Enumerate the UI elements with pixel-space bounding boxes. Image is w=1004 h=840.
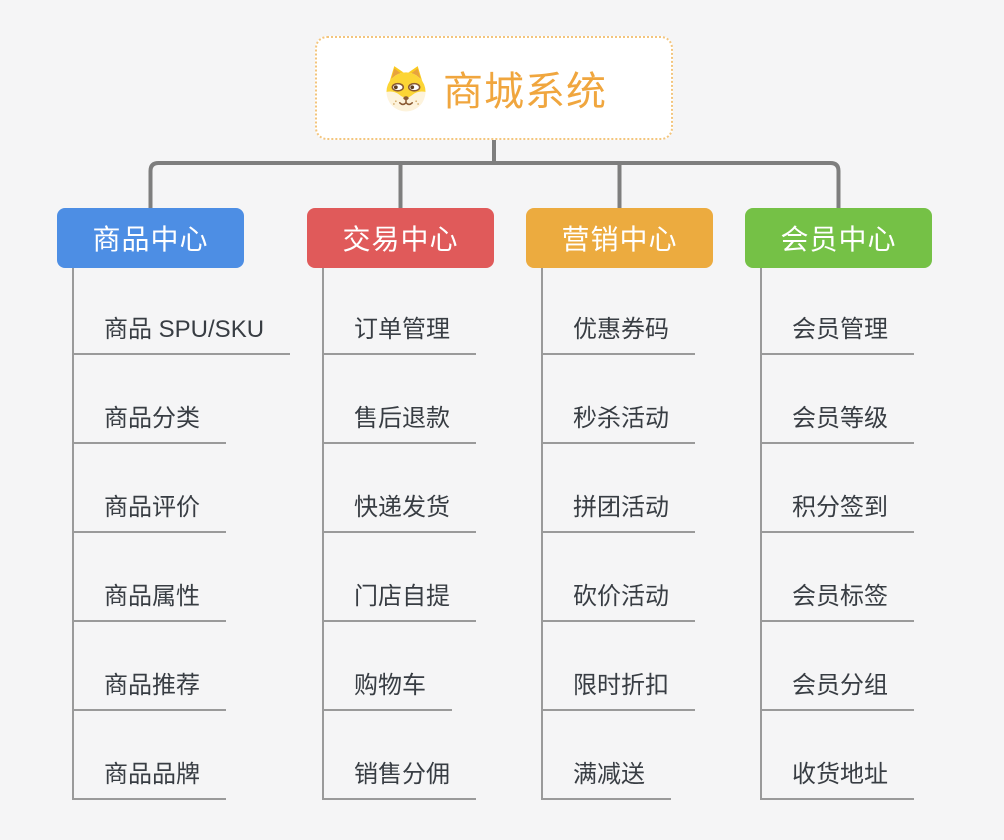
child-node[interactable]: 门店自提 [322,582,476,622]
child-node[interactable]: 收货地址 [760,760,914,800]
child-node[interactable]: 秒杀活动 [541,404,695,444]
child-node[interactable]: 售后退款 [322,404,476,444]
child-node[interactable]: 商品分类 [72,404,226,444]
child-node[interactable]: 积分签到 [760,493,914,533]
branch-header-product-center[interactable]: 商品中心 [57,208,244,268]
child-node[interactable]: 优惠券码 [541,315,695,355]
child-node[interactable]: 订单管理 [322,315,476,355]
child-node[interactable]: 商品品牌 [72,760,226,800]
child-node[interactable]: 商品推荐 [72,671,226,711]
branch-child-connector [322,268,324,800]
root-title: 商城系统 [443,70,607,114]
branch-children-member-center: 会员管理 会员等级 积分签到 会员标签 会员分组 收货地址 [760,268,1004,802]
child-node[interactable]: 快递发货 [322,493,476,533]
branch-children-trade-center: 订单管理 售后退款 快递发货 门店自提 购物车 销售分佣 [322,268,592,802]
child-node[interactable]: 会员分组 [760,671,914,711]
child-node[interactable]: 商品 SPU/SKU [72,315,291,355]
child-node[interactable]: 限时折扣 [541,671,695,711]
child-node[interactable]: 砍价活动 [541,582,695,622]
child-node[interactable]: 购物车 [322,671,452,711]
child-node[interactable]: 拼团活动 [541,493,695,533]
branch-header-trade-center[interactable]: 交易中心 [307,208,494,268]
branch-child-connector [760,268,762,800]
child-node[interactable]: 会员管理 [760,315,914,355]
child-node[interactable]: 商品评价 [72,493,226,533]
child-node[interactable]: 会员标签 [760,582,914,622]
dog-face-icon [386,66,426,112]
child-node[interactable]: 满减送 [541,760,671,800]
root-node[interactable]: 商城系统 [315,36,673,140]
branch-child-connector [72,268,74,800]
child-node[interactable]: 销售分佣 [322,760,476,800]
child-node[interactable]: 会员等级 [760,404,914,444]
branch-children-marketing-center: 优惠券码 秒杀活动 拼团活动 砍价活动 限时折扣 满减送 [541,268,811,802]
branch-children-product-center: 商品 SPU/SKU 商品分类 商品评价 商品属性 商品推荐 商品品牌 [72,268,342,802]
child-node[interactable]: 商品属性 [72,582,226,622]
branch-child-connector [541,268,543,800]
branch-header-member-center[interactable]: 会员中心 [745,208,932,268]
branch-header-marketing-center[interactable]: 营销中心 [526,208,713,268]
